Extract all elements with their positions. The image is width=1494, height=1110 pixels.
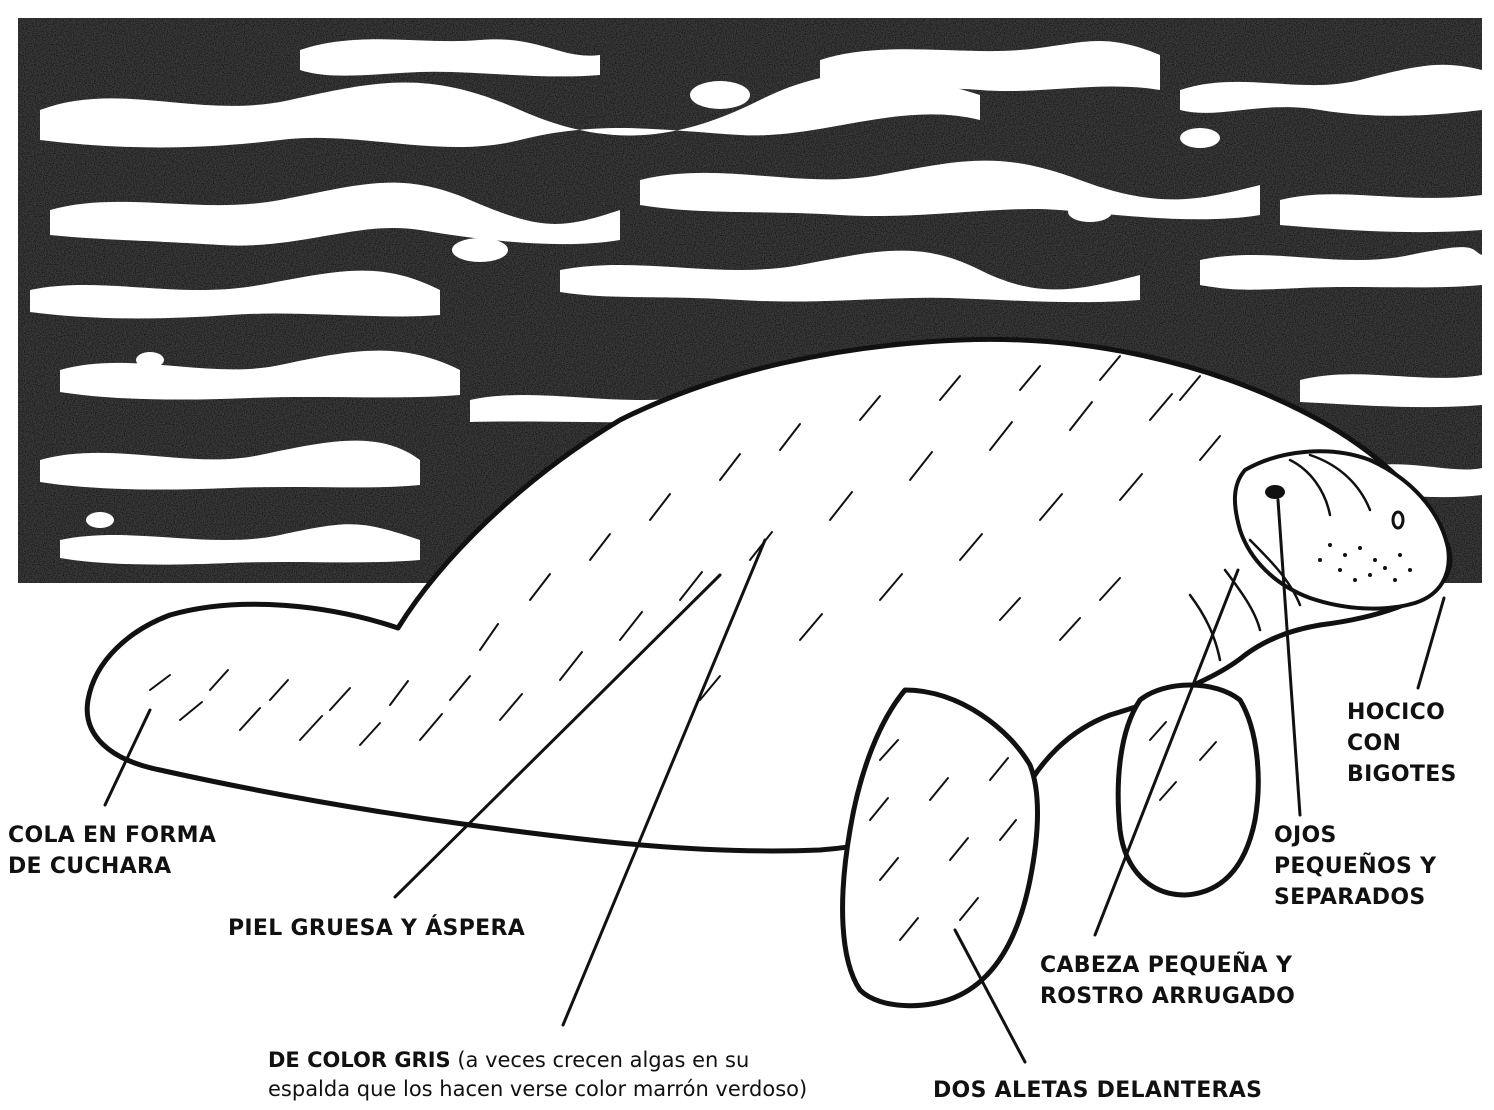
label-fins-text: DOS ALETAS DELANTERAS xyxy=(933,1078,1262,1103)
label-snout-line1: HOCICO xyxy=(1347,697,1457,728)
label-tail-line1: COLA EN FORMA xyxy=(8,820,216,851)
label-eyes-line2: PEQUEÑOS Y xyxy=(1274,851,1436,882)
label-snout-line2: CON xyxy=(1347,728,1457,759)
label-head-line1: CABEZA PEQUEÑA Y xyxy=(1040,950,1295,981)
label-color-note-1: (a veces crecen algas en su xyxy=(451,1048,750,1072)
label-tail: COLA EN FORMA DE CUCHARA xyxy=(8,820,216,882)
label-head-line2: ROSTRO ARRUGADO xyxy=(1040,981,1295,1012)
label-eyes: OJOS PEQUEÑOS Y SEPARADOS xyxy=(1274,820,1436,913)
label-color-note-2: espalda que los hacen verse color marrón… xyxy=(268,1075,807,1104)
label-tail-line2: DE CUCHARA xyxy=(8,851,216,882)
label-snout-line3: BIGOTES xyxy=(1347,759,1457,790)
leader-snout xyxy=(1418,598,1444,688)
front-flipper-right xyxy=(1118,685,1258,895)
label-fins: DOS ALETAS DELANTERAS xyxy=(933,1075,1262,1106)
label-color-title: DE COLOR GRIS xyxy=(268,1048,451,1072)
label-skin-text: PIEL GRUESA Y ÁSPERA xyxy=(228,916,525,941)
label-skin: PIEL GRUESA Y ÁSPERA xyxy=(228,913,525,944)
eye xyxy=(1265,485,1285,499)
label-color: DE COLOR GRIS (a veces crecen algas en s… xyxy=(268,1046,807,1104)
label-head: CABEZA PEQUEÑA Y ROSTRO ARRUGADO xyxy=(1040,950,1295,1012)
label-eyes-line1: OJOS xyxy=(1274,820,1436,851)
label-snout: HOCICO CON BIGOTES xyxy=(1347,697,1457,790)
label-eyes-line3: SEPARADOS xyxy=(1274,882,1436,913)
